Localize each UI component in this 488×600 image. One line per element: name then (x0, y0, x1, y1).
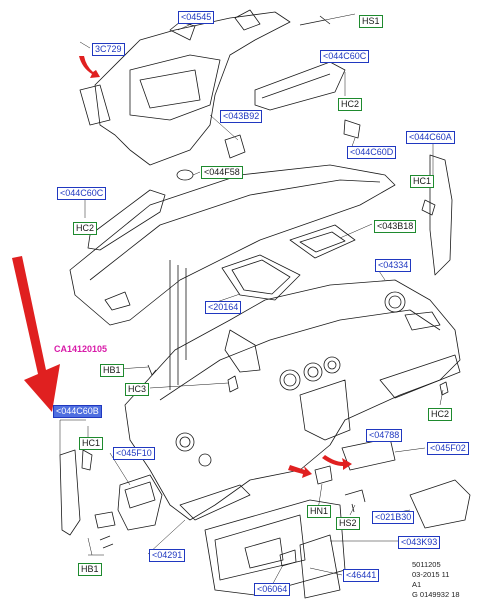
part-label-04334[interactable]: <04334 (375, 259, 412, 272)
part-label-hb1-upper[interactable]: HB1 (100, 364, 124, 377)
part-label-hc1-left[interactable]: HC1 (79, 437, 104, 450)
footer-code-4: G 0149932 18 (412, 590, 460, 599)
part-label-044c60d[interactable]: <044C60D (347, 146, 397, 159)
footer-code-2: 03-2015 11 (412, 570, 450, 579)
part-label-044c60b[interactable]: <044C60B (53, 405, 102, 418)
part-label-hn1[interactable]: HN1 (307, 505, 332, 518)
footer-code-1: 5011205 (412, 560, 441, 569)
part-label-021b30[interactable]: <021B30 (372, 511, 415, 524)
part-label-hc2-upper[interactable]: HC2 (338, 98, 363, 111)
red-arrow-indicator (12, 256, 60, 412)
footer-code-3: A1 (412, 580, 422, 589)
part-label-044c60c-left[interactable]: <044C60C (57, 187, 107, 200)
part-label-hc2-lower[interactable]: HC2 (428, 408, 453, 421)
part-label-045f10[interactable]: <045F10 (113, 447, 155, 460)
part-label-46441[interactable]: <46441 (343, 569, 380, 582)
part-label-045f02[interactable]: <045F02 (427, 442, 469, 455)
part-label-044f58[interactable]: <044F58 (201, 166, 243, 179)
instrument-panel-lower (124, 279, 461, 521)
part-label-04291[interactable]: <04291 (149, 549, 186, 562)
part-label-hc1-right[interactable]: HC1 (410, 175, 435, 188)
trim-panel-upper (254, 61, 346, 111)
part-label-hc2-left[interactable]: HC2 (73, 222, 98, 235)
part-label-06064[interactable]: <06064 (254, 583, 291, 596)
part-label-043b92[interactable]: <043B92 (220, 110, 263, 123)
part-label-044c60c-upper[interactable]: <044C60C (320, 50, 370, 63)
part-label-3c729[interactable]: 3C729 (92, 43, 125, 56)
part-label-hs1[interactable]: HS1 (359, 15, 383, 28)
cross-car-beam (94, 11, 291, 166)
part-label-hb1-lower[interactable]: HB1 (78, 563, 102, 576)
part-label-hc3[interactable]: HC3 (125, 383, 150, 396)
a-pillar-trim (59, 449, 81, 536)
callout-reference: CA14120105 (54, 344, 108, 354)
part-label-04545[interactable]: <04545 (178, 11, 215, 24)
part-label-hs2[interactable]: HS2 (336, 517, 360, 530)
part-label-04788[interactable]: <04788 (366, 429, 403, 442)
part-label-20164[interactable]: <20164 (205, 301, 242, 314)
part-label-044c60a[interactable]: <044C60A (406, 131, 455, 144)
part-label-043k93[interactable]: <043K93 (398, 536, 441, 549)
part-label-043b18[interactable]: <043B18 (374, 220, 417, 233)
